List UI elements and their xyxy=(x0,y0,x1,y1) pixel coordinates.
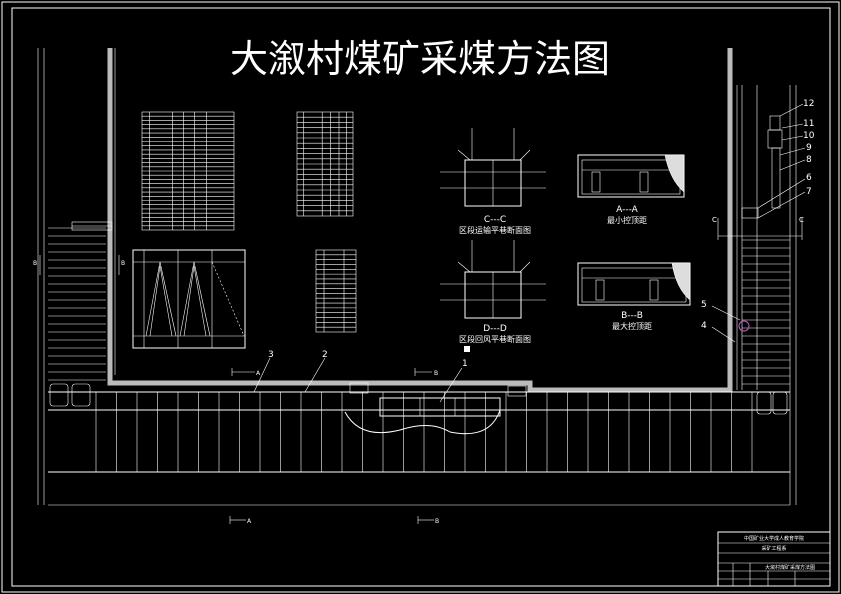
svg-text:B: B xyxy=(434,370,438,377)
title-block xyxy=(717,531,831,587)
section-dd-marker xyxy=(464,346,470,352)
equipment-table-2 xyxy=(296,111,354,217)
section-mark-c: C C xyxy=(712,216,804,240)
equipment-table-3 xyxy=(315,249,357,333)
marker-point xyxy=(738,320,750,332)
callout-8: 8 xyxy=(779,155,812,171)
callout-11: 11 xyxy=(781,119,814,129)
svg-text:3: 3 xyxy=(268,350,274,360)
right-equipment-column xyxy=(741,115,783,219)
x-box-left xyxy=(349,382,369,394)
svg-text:8: 8 xyxy=(806,155,812,165)
pillar-block xyxy=(772,391,788,415)
callout-4: 4 xyxy=(701,321,736,343)
callout-9: 9 xyxy=(779,143,812,156)
left-boundary xyxy=(37,48,116,505)
pillar-block xyxy=(71,383,91,407)
drawing-title: 大溆村煤矿采煤方法图 xyxy=(230,37,610,81)
section-cc-drawing xyxy=(440,128,546,207)
bottom-pillar-blocks xyxy=(49,383,788,415)
section-aa-label: A---A xyxy=(616,205,639,215)
title-block-line1: 中国矿业大学成人教育学院 xyxy=(744,535,804,542)
gob-boundary-band xyxy=(107,48,733,393)
arrow-b-top: B xyxy=(414,368,438,377)
svg-text:5: 5 xyxy=(701,300,707,310)
svg-text:6: 6 xyxy=(806,173,812,183)
hydraulic-support-columns xyxy=(95,392,753,472)
section-bb-label: B---B xyxy=(621,311,643,321)
equipment-table-1 xyxy=(141,111,235,231)
left-roadway-hatch xyxy=(48,227,106,381)
svg-text:A: A xyxy=(247,518,252,525)
section-dd-drawing xyxy=(440,240,546,319)
svg-text:11: 11 xyxy=(803,119,814,129)
svg-text:2: 2 xyxy=(322,350,328,360)
right-boundary xyxy=(729,48,797,505)
right-roadway-hatch xyxy=(742,239,790,385)
svg-text:12: 12 xyxy=(803,99,814,109)
svg-text:7: 7 xyxy=(806,187,812,197)
callout-7: 7 xyxy=(757,187,812,219)
section-cc-label: C---C xyxy=(484,215,506,225)
pillar-block xyxy=(49,383,69,407)
callout-10: 10 xyxy=(781,131,815,141)
title-block-line2: 采矿工程系 xyxy=(761,545,786,552)
arrow-a-bottom: A xyxy=(229,516,252,525)
callout-2: 2 xyxy=(304,350,328,393)
x-box-right xyxy=(507,385,527,397)
conveyor-head-left xyxy=(71,221,113,231)
svg-text:B: B xyxy=(121,260,125,267)
svg-text:4: 4 xyxy=(701,321,707,331)
section-bb-caption: 最大控顶距 xyxy=(612,321,652,331)
arrow-b-bottom: B xyxy=(417,516,439,525)
section-aa-caption: 最小控顶距 xyxy=(607,215,647,225)
shearer-body xyxy=(344,397,501,435)
svg-text:10: 10 xyxy=(803,131,815,141)
callout-5: 5 xyxy=(701,300,741,321)
svg-text:B: B xyxy=(33,260,37,267)
pillar-block xyxy=(756,391,772,415)
coal-face-support-row xyxy=(48,391,790,506)
section-cc-caption: 区段运输平巷断面图 xyxy=(459,225,531,235)
cycle-operation-chart xyxy=(132,249,246,349)
arrow-a-top: A xyxy=(231,368,261,377)
title-block-drawing-name: 大溆村煤矿采煤方法图 xyxy=(765,564,815,571)
callout-1: 1 xyxy=(439,359,468,403)
callout-3: 3 xyxy=(253,350,274,393)
svg-text:C: C xyxy=(712,216,717,224)
section-mark-b-left: B B xyxy=(33,255,125,275)
callout-6: 6 xyxy=(757,173,812,209)
callout-12: 12 xyxy=(779,99,814,117)
section-dd-caption: 区段回风平巷断面图 xyxy=(459,334,531,344)
section-bb-drawing xyxy=(577,262,691,306)
table-frame xyxy=(315,249,357,333)
svg-text:C: C xyxy=(799,216,804,224)
svg-text:A: A xyxy=(256,370,261,377)
inner-frame xyxy=(11,7,831,587)
section-aa-drawing xyxy=(577,154,685,198)
svg-text:B: B xyxy=(435,518,439,525)
svg-text:1: 1 xyxy=(462,359,468,369)
section-dd-label: D---D xyxy=(483,324,507,334)
svg-text:9: 9 xyxy=(806,143,812,153)
